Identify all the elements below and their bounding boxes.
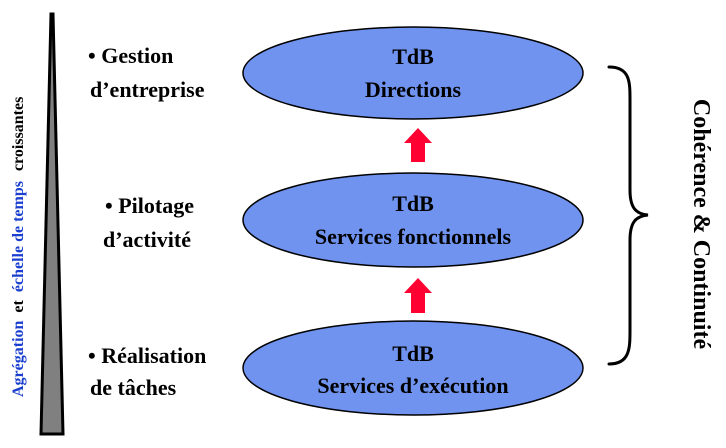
brace-label: Cohérence & Continuité — [688, 99, 714, 350]
level-2-ellipse-line1: TdB — [392, 191, 434, 216]
level-3-bullet-line1: • Réalisation — [88, 343, 206, 368]
axis-label: Agrégation et échelle de temps croissant… — [10, 97, 27, 397]
level-3-ellipse-line2: Services d’exécution — [317, 373, 508, 398]
level-1-ellipse-line2: Directions — [365, 77, 462, 102]
level-1-bullet-line2: d’entreprise — [90, 77, 205, 102]
axis-label-word1: Agrégation — [10, 320, 27, 397]
level-2-ellipse-line2: Services fonctionnels — [315, 224, 512, 249]
level-1-ellipse — [242, 26, 584, 120]
level-1-ellipse-line1: TdB — [392, 44, 434, 69]
level-2-bullet-line2: d’activité — [103, 227, 191, 252]
level-3-bullet-line2: de tâches — [90, 375, 177, 400]
level-1-bullet-line1: • Gestion — [88, 43, 173, 68]
axis-label-word4: croissantes — [10, 97, 27, 171]
up-arrow-icon-upper — [404, 128, 432, 162]
level-3-ellipse — [242, 320, 584, 416]
axis-label-word2: et — [10, 299, 27, 312]
level-2-ellipse — [242, 172, 584, 268]
up-arrow-icon-lower — [404, 278, 432, 313]
level-2-bullet-line1: • Pilotage — [105, 193, 194, 218]
level-3-ellipse-line1: TdB — [392, 341, 434, 366]
right-brace-icon — [607, 65, 649, 366]
axis-label-word3: échelle de temps — [10, 181, 27, 292]
growth-wedge-icon — [39, 12, 65, 436]
